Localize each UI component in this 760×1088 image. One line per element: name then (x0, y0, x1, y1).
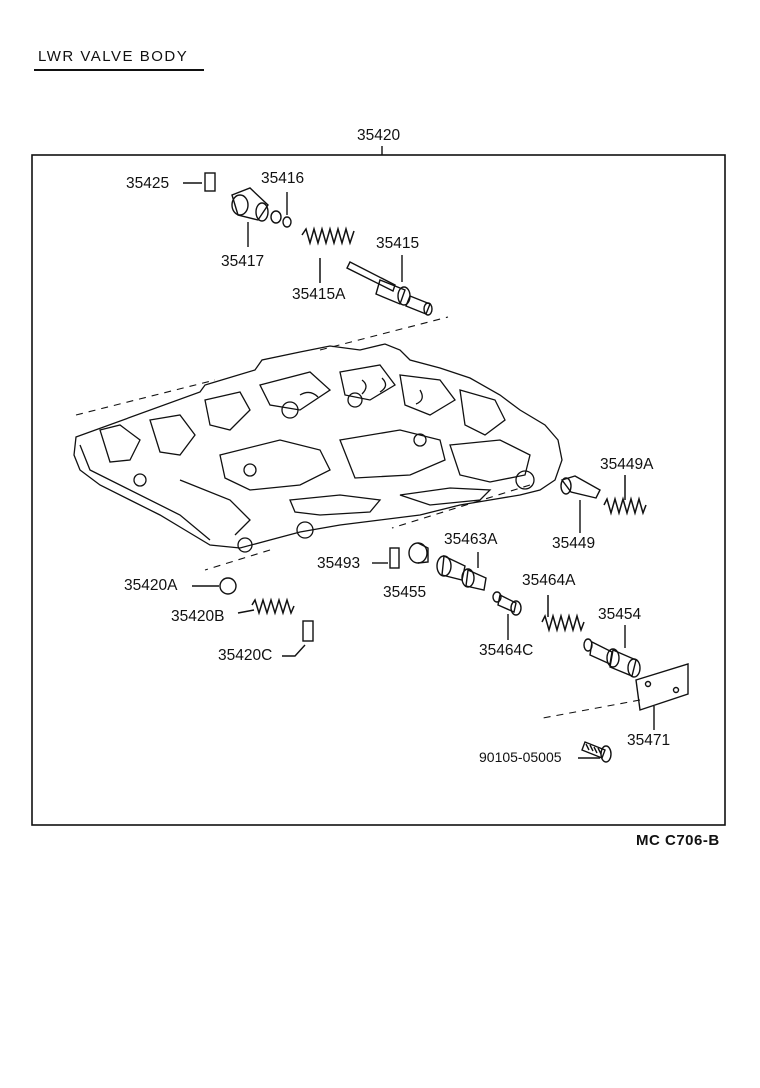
plug-35449 (560, 475, 601, 533)
diagram-title: LWR VALVE BODY (38, 48, 189, 65)
pin-35493 (372, 547, 400, 569)
pin-35420C (282, 620, 314, 657)
label-35420C: 35420C (218, 647, 273, 664)
label-35420A: 35420A (124, 577, 178, 594)
label-35449A: 35449A (600, 456, 654, 473)
label-35463A: 35463A (444, 531, 498, 548)
valve-35454 (583, 625, 641, 678)
label-35471: 35471 (627, 732, 671, 749)
plug-35455 (408, 542, 429, 564)
label-35415: 35415 (376, 235, 420, 252)
sleeve-35417 (231, 187, 269, 247)
valve-body-casting (73, 343, 563, 553)
pin-35425 (183, 172, 216, 192)
spring-35449A (603, 475, 647, 516)
ball-35420A (192, 577, 237, 595)
label-35455: 35455 (383, 584, 427, 601)
label-35420B: 35420B (171, 608, 225, 625)
valve-35415 (346, 255, 433, 316)
label-35415A: 35415A (292, 286, 346, 303)
label-35493: 35493 (317, 555, 361, 572)
plug-35416 (270, 192, 292, 228)
label-90105-05005: 90105-05005 (479, 749, 562, 765)
plate-35471 (635, 663, 689, 730)
label-35425: 35425 (126, 175, 170, 192)
label-35449: 35449 (552, 535, 596, 552)
spring-35464A (541, 595, 585, 633)
valve-35463A (436, 552, 487, 591)
label-35416: 35416 (261, 170, 305, 187)
bolt-90105-05005 (578, 741, 612, 763)
plug-35464C (492, 591, 522, 640)
label-35464C: 35464C (479, 642, 534, 659)
dashed-guides (75, 316, 641, 719)
title-underline (34, 69, 204, 71)
label-35454: 35454 (598, 606, 642, 623)
assembly-frame (31, 154, 726, 826)
diagram-code: MC C706-B (636, 832, 720, 849)
label-35420: 35420 (357, 127, 401, 144)
spring-35420B (237, 597, 295, 616)
label-35417: 35417 (221, 253, 265, 270)
spring-35415A (301, 226, 355, 283)
label-35464A: 35464A (522, 572, 576, 589)
